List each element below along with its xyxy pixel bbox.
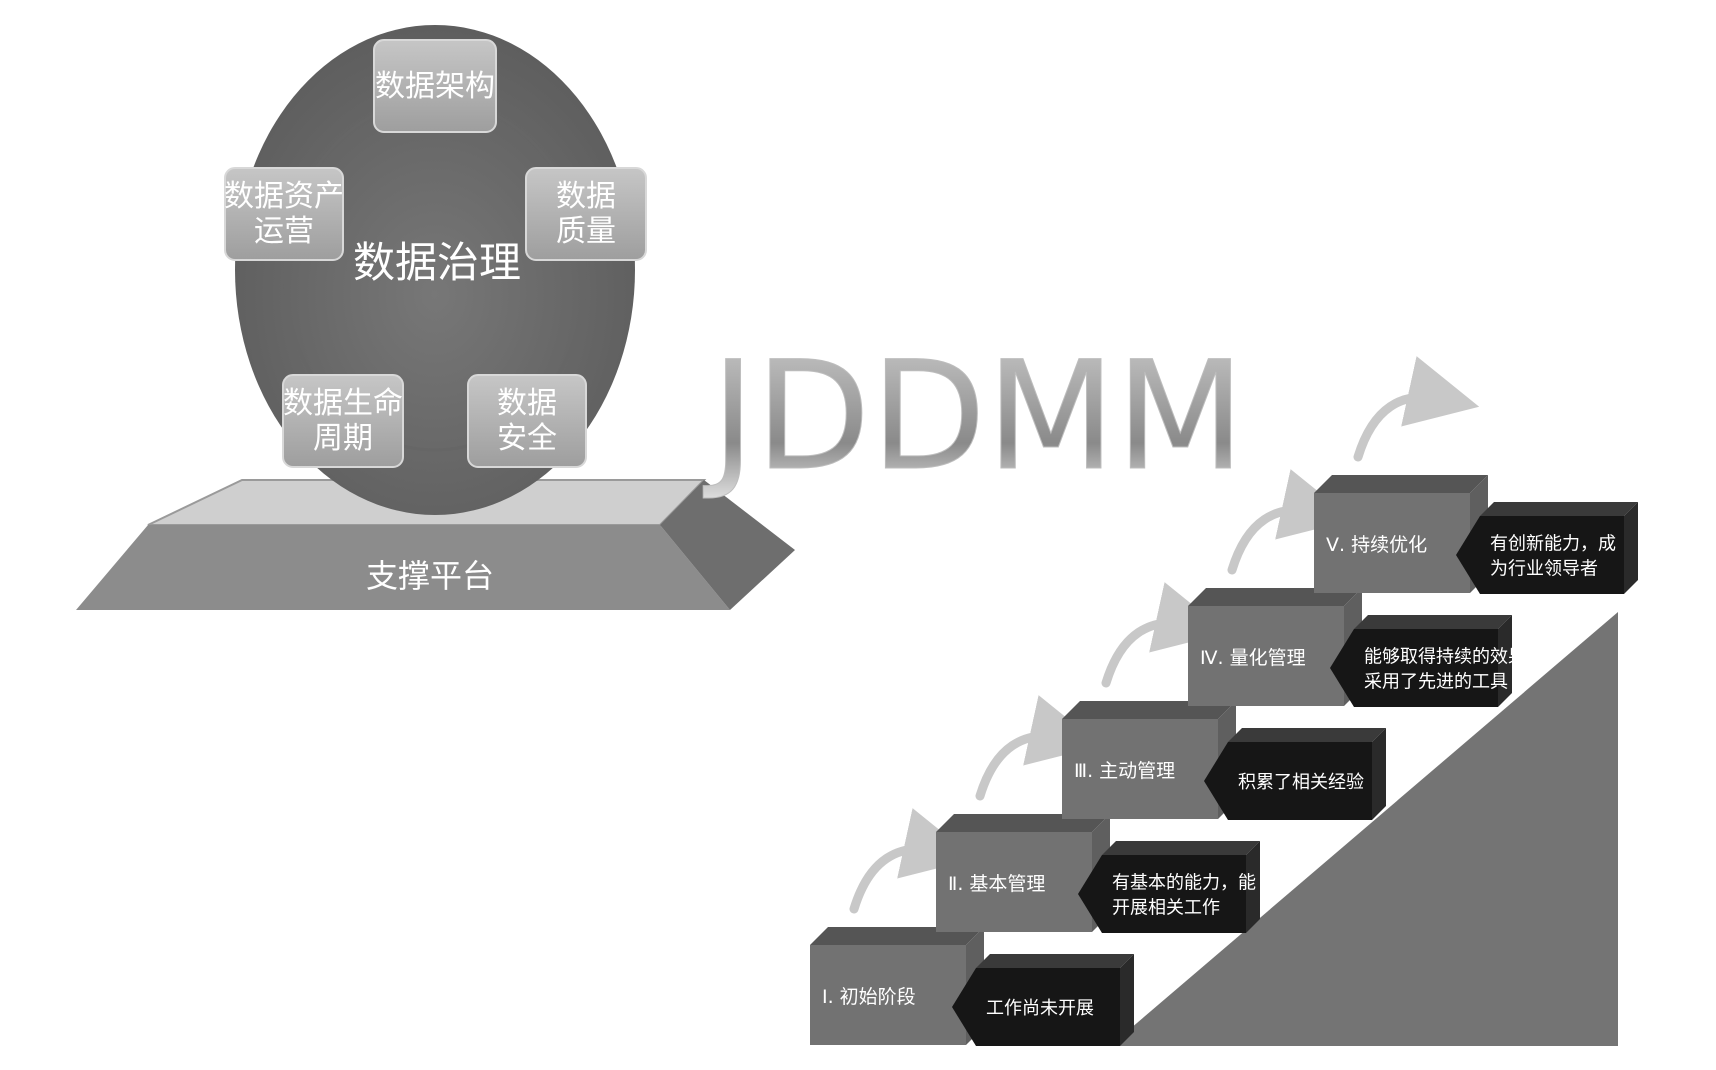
stage-description: 为行业领导者 [1490, 559, 1598, 580]
desc-box [1330, 629, 1498, 707]
stage-label: Ⅳ. 量化管理 [1200, 647, 1306, 669]
stages-layer: Ⅰ. 初始阶段工作尚未开展Ⅱ. 基本管理有基本的能力，能开展相关工作Ⅲ. 主动管… [810, 356, 1638, 1046]
stage-description: 采用了先进的工具 [1364, 672, 1508, 693]
maturity-staircase: Ⅰ. 初始阶段工作尚未开展Ⅱ. 基本管理有基本的能力，能开展相关工作Ⅲ. 主动管… [810, 356, 1638, 1046]
node-label: 数据生命 [283, 386, 403, 421]
stage-description: 有创新能力，成 [1490, 534, 1616, 555]
ramp [1110, 612, 1618, 1046]
step-block [936, 832, 1092, 932]
stage-description: 工作尚未开展 [986, 998, 1094, 1019]
step-block [1062, 719, 1218, 819]
desc-box-side [1624, 502, 1638, 594]
stage-4: Ⅳ. 量化管理 能够取得持续的效果, 采用了先进的工具 [1188, 469, 1532, 707]
platform-label: 支撑平台 [366, 557, 494, 595]
stage-label: Ⅴ. 持续优化 [1326, 534, 1427, 556]
step-top [1314, 475, 1488, 493]
stage-label: Ⅱ. 基本管理 [948, 873, 1045, 895]
node-label: 数据 [556, 179, 616, 214]
node-data-quality: 数据 质量 [525, 167, 647, 261]
desc-box-side [1372, 728, 1386, 820]
model-title: JDDMM [703, 330, 1245, 504]
desc-box-top [1354, 615, 1512, 629]
curved-arrow-icon [1227, 469, 1354, 575]
node-label: 数据架构 [375, 69, 495, 104]
curved-arrow-icon [1101, 582, 1228, 688]
desc-box-top [1480, 502, 1638, 516]
node-label: 数据资产 [224, 179, 344, 214]
node-label: 数据 [497, 386, 557, 421]
step-block [1188, 606, 1344, 706]
desc-box-side [1246, 841, 1260, 933]
node-data-architecture: 数据架构 [373, 39, 497, 133]
governance-center-label: 数据治理 [353, 238, 521, 287]
support-platform: 支撑平台 [76, 479, 795, 610]
desc-box-side [1120, 954, 1134, 1046]
platform-side [660, 480, 795, 610]
desc-box-side [1498, 615, 1512, 707]
node-label: 周期 [313, 421, 373, 456]
step-block [810, 945, 966, 1045]
stage-description: 能够取得持续的效果, [1364, 647, 1532, 668]
node-label: 运营 [254, 214, 314, 249]
stage-label: Ⅲ. 主动管理 [1074, 760, 1175, 782]
curved-arrow-icon [1353, 356, 1480, 462]
stage-description: 开展相关工作 [1112, 898, 1220, 919]
node-data-lifecycle: 数据生命 周期 [282, 374, 404, 468]
desc-box [1204, 742, 1372, 820]
desc-box [1078, 855, 1246, 933]
node-label: 质量 [556, 214, 616, 249]
governance-diagram: 支撑平台 数据治理 数据架构 数据 质量 数据 安全 数据生命 周期 数据资产 [76, 25, 795, 610]
desc-box [952, 968, 1120, 1046]
platform-front [76, 525, 730, 610]
node-data-asset-operations: 数据资产 运营 [224, 167, 344, 261]
stage-label: Ⅰ. 初始阶段 [822, 986, 916, 1008]
stage-description: 积累了相关经验 [1238, 772, 1364, 793]
node-data-security: 数据 安全 [467, 374, 587, 468]
node-label: 安全 [497, 421, 557, 456]
desc-box-top [1102, 841, 1260, 855]
stage-description: 有基本的能力，能 [1112, 873, 1256, 894]
desc-box-top [1228, 728, 1386, 742]
desc-box [1456, 516, 1624, 594]
step-block [1314, 493, 1470, 593]
curved-arrow-icon [849, 808, 976, 914]
curved-arrow-icon [975, 695, 1102, 801]
desc-box-top [976, 954, 1134, 968]
